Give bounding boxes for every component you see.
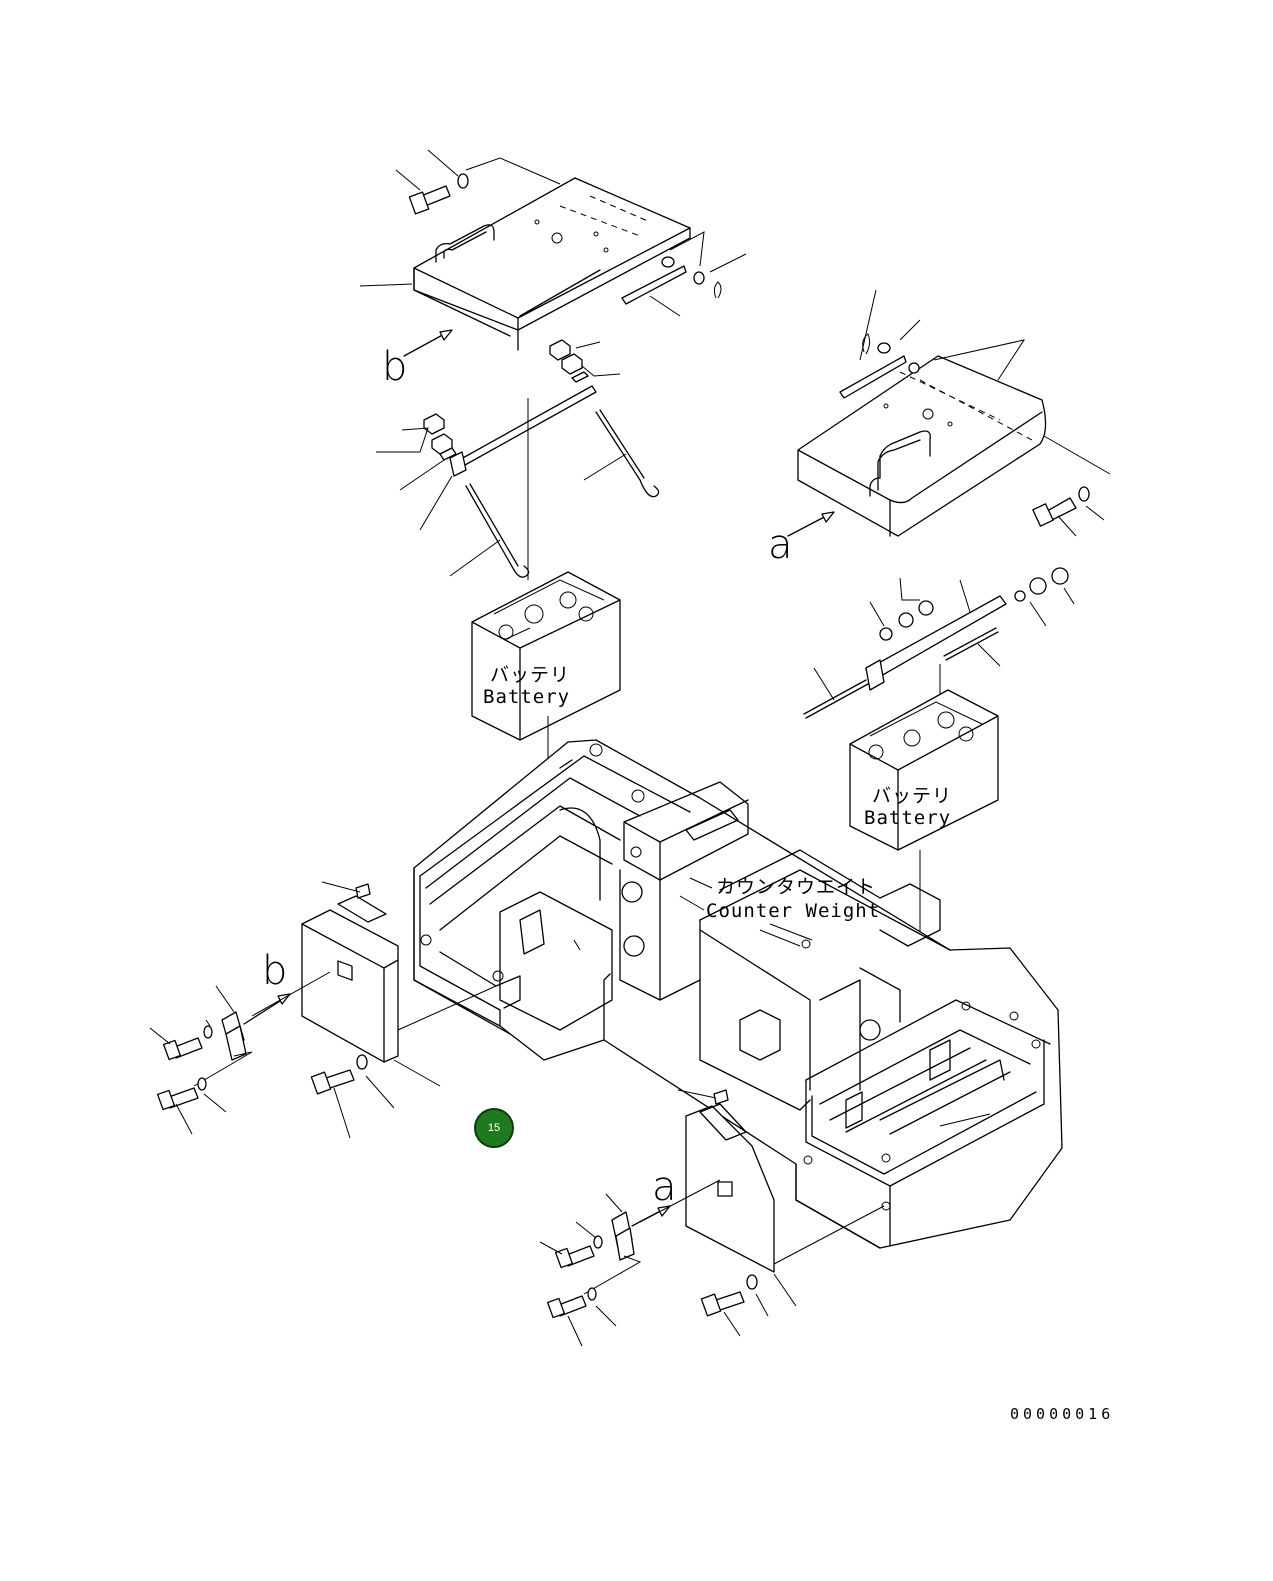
bolt-icon (156, 1077, 227, 1135)
bolt-icon (359, 149, 561, 287)
hinge-pin-top-right (839, 289, 1111, 475)
bolt-icon (539, 1221, 603, 1269)
svg-text:a: a (652, 1164, 677, 1210)
svg-text:バッテリ: バッテリ (490, 664, 570, 686)
svg-text:バッテリ: バッテリ (872, 785, 952, 807)
side-door-left (301, 881, 497, 1087)
bolt-icon (310, 1054, 395, 1139)
svg-text:b: b (262, 948, 287, 994)
tie-rod-right (803, 567, 1075, 719)
svg-text:Battery: Battery (483, 686, 570, 708)
arrow-b-top: b (382, 329, 453, 390)
bolt-icon (1032, 486, 1105, 537)
battery-cover-left (413, 177, 691, 351)
battery-right: バッテリ Battery (849, 689, 999, 1120)
latch-left: b (193, 948, 331, 1087)
nut-cluster-upper (549, 339, 621, 383)
drawing-number: 00000016 (1010, 1405, 1114, 1423)
svg-text:a: a (768, 522, 793, 568)
latch-right: a (583, 1164, 721, 1295)
counter-weight: カウンタウエイト Counter Weight (413, 739, 1063, 1249)
bolt-icon (149, 1019, 213, 1061)
svg-text:カウンタウエイト: カウンタウエイト (716, 876, 876, 898)
svg-text:Battery: Battery (864, 807, 951, 829)
side-door-right (677, 1089, 885, 1307)
battery-left: バッテリ Battery (471, 571, 621, 876)
arrow-a-top: a (768, 511, 835, 568)
svg-text:Counter Weight: Counter Weight (706, 900, 880, 922)
bolt-icon (546, 1287, 617, 1347)
battery-cover-right (797, 355, 1047, 537)
tie-rod-left (376, 385, 660, 580)
svg-text:b: b (382, 344, 407, 390)
hinge-pin-right (621, 231, 747, 317)
bolt-icon (700, 1274, 769, 1337)
callout-marker[interactable]: 15 (474, 1108, 514, 1148)
